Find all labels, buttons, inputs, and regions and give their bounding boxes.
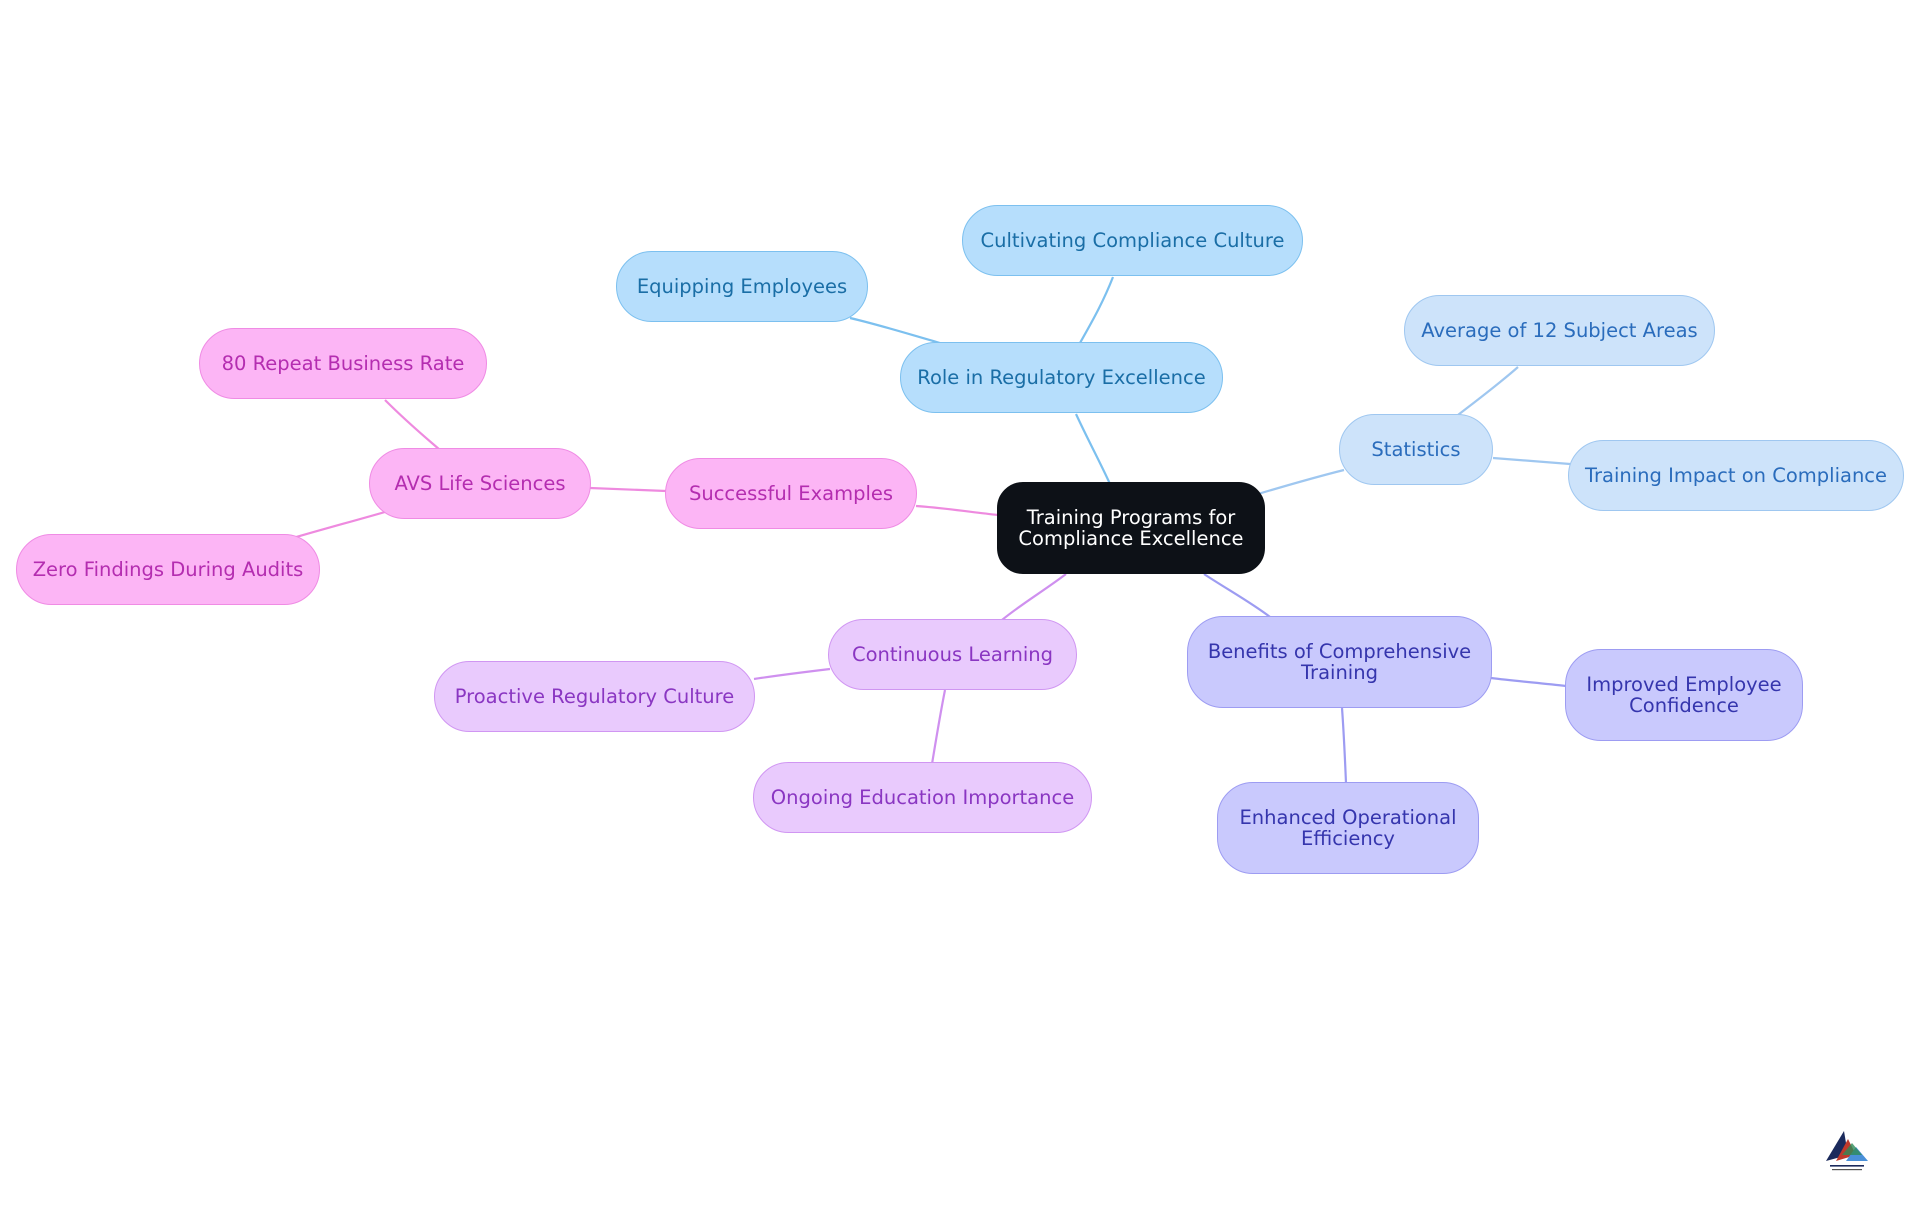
edge-root-continuous bbox=[1001, 573, 1067, 621]
edge-statistics-impact bbox=[1492, 456, 1571, 466]
edge-root-role bbox=[1075, 413, 1112, 485]
edge-avs-zerofindings bbox=[292, 510, 386, 540]
node-average-of-12-subject-areas[interactable]: Average of 12 Subject Areas bbox=[1404, 295, 1715, 366]
node-avs-life-sciences[interactable]: AVS Life Sciences bbox=[369, 448, 591, 519]
edge-root-benefits bbox=[1203, 573, 1271, 618]
node-cultivating-compliance-culture[interactable]: Cultivating Compliance Culture bbox=[962, 205, 1303, 276]
edge-root-statistics bbox=[1257, 468, 1345, 496]
node-ongoing-education-importance[interactable]: Ongoing Education Importance bbox=[753, 762, 1092, 833]
edge-continuous-ongoing bbox=[930, 689, 947, 765]
node-successful-examples[interactable]: Successful Examples bbox=[665, 458, 917, 529]
root-node[interactable]: Training Programs for Compliance Excelle… bbox=[997, 482, 1265, 574]
node-zero-findings-during-audits[interactable]: Zero Findings During Audits bbox=[16, 534, 320, 605]
node-continuous-learning[interactable]: Continuous Learning bbox=[828, 619, 1077, 690]
edge-benefits-confidence bbox=[1490, 676, 1567, 688]
edge-continuous-proactive bbox=[753, 667, 831, 681]
node-statistics[interactable]: Statistics bbox=[1339, 414, 1493, 485]
node-80-repeat-business-rate[interactable]: 80 Repeat Business Rate bbox=[199, 328, 487, 399]
node-benefits-of-comprehensive-training[interactable]: Benefits of Comprehensive Training bbox=[1187, 616, 1492, 708]
node-proactive-regulatory-culture[interactable]: Proactive Regulatory Culture bbox=[434, 661, 755, 732]
edge-benefits-efficiency bbox=[1340, 707, 1348, 784]
node-role-in-regulatory-excellence[interactable]: Role in Regulatory Excellence bbox=[900, 342, 1223, 413]
edge-role-cultivating bbox=[1079, 276, 1115, 344]
edge-role-equipping bbox=[849, 316, 941, 345]
node-equipping-employees[interactable]: Equipping Employees bbox=[616, 251, 868, 322]
avs-life-sciences-logo-icon bbox=[1826, 1131, 1868, 1171]
node-improved-employee-confidence[interactable]: Improved Employee Confidence bbox=[1565, 649, 1803, 741]
node-enhanced-operational-efficiency[interactable]: Enhanced Operational Efficiency bbox=[1217, 782, 1479, 874]
edge-statistics-average bbox=[1457, 366, 1519, 416]
edge-avs-80repeat bbox=[384, 399, 441, 451]
edge-root-successful bbox=[915, 504, 999, 517]
edge-successful-avs bbox=[589, 486, 667, 493]
node-training-impact-on-compliance[interactable]: Training Impact on Compliance bbox=[1568, 440, 1904, 511]
